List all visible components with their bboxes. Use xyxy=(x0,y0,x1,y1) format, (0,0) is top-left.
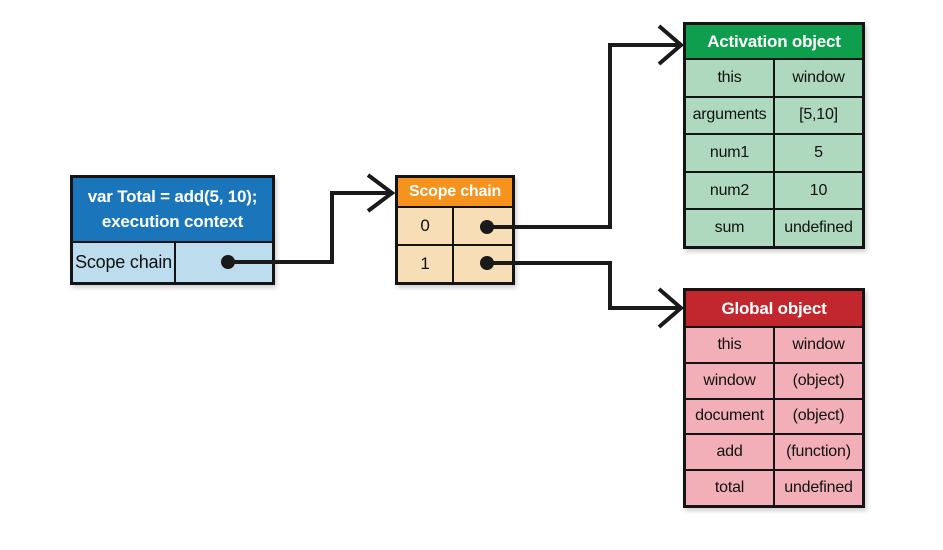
table-cell-value: 10 xyxy=(775,172,862,209)
scope-chain-box-title: Scope chain xyxy=(398,178,512,206)
table-cell-value: window xyxy=(775,60,862,96)
table-cell-key: this xyxy=(686,328,775,362)
scope-chain-slot-row: 1 xyxy=(398,244,512,282)
table-row: this window xyxy=(686,326,862,362)
scope-chain-slot-row: 0 xyxy=(398,206,512,244)
table-cell-value: 5 xyxy=(775,135,862,171)
activation-object-table: Activation object this window arguments … xyxy=(683,22,865,249)
table-cell-key: add xyxy=(686,435,775,470)
table-row: document (object) xyxy=(686,397,862,434)
table-cell-value: (object) xyxy=(775,399,862,434)
table-row: window (object) xyxy=(686,361,862,398)
table-row: num2 10 xyxy=(686,170,862,209)
table-row: this window xyxy=(686,58,862,96)
table-row: sum undefined xyxy=(686,208,862,246)
activation-object-title: Activation object xyxy=(686,25,862,58)
table-row: num1 5 xyxy=(686,133,862,171)
global-object-title: Global object xyxy=(686,291,862,326)
table-cell-value: (function) xyxy=(775,435,862,470)
table-cell-key: arguments xyxy=(686,97,775,134)
arrowhead-icon xyxy=(657,24,685,66)
arrowhead-icon xyxy=(657,287,685,329)
arrow-line xyxy=(487,261,680,310)
scope-chain-slot-index: 1 xyxy=(398,246,454,282)
execution-context-scope-chain-row: Scope chain xyxy=(73,243,272,282)
execution-context-box: var Total = add(5, 10); execution contex… xyxy=(70,175,275,285)
arrowhead-icon xyxy=(366,173,396,213)
scope-chain-slot-index: 0 xyxy=(398,208,454,244)
execution-context-header: var Total = add(5, 10); execution contex… xyxy=(73,178,272,243)
table-cell-key: num2 xyxy=(686,172,775,209)
scope-chain-box: Scope chain 0 1 xyxy=(395,175,515,285)
table-row: total undefined xyxy=(686,469,862,505)
table-cell-value: undefined xyxy=(775,210,862,246)
table-cell-key: sum xyxy=(686,210,775,246)
table-row: arguments [5,10] xyxy=(686,95,862,134)
execution-context-title-line2: execution context xyxy=(101,211,244,231)
table-row: add (function) xyxy=(686,433,862,470)
table-cell-key: total xyxy=(686,471,775,505)
scope-chain-slot-pointer-cell xyxy=(454,246,512,282)
table-cell-value: window xyxy=(775,328,862,362)
scope-chain-label: Scope chain xyxy=(73,243,176,282)
table-cell-key: window xyxy=(686,363,775,398)
scope-chain-slot-pointer-cell xyxy=(454,208,512,244)
scope-chain-pointer-cell xyxy=(176,243,272,282)
table-cell-value: [5,10] xyxy=(775,97,862,134)
execution-context-title-line1: var Total = add(5, 10); xyxy=(87,186,258,206)
table-cell-key: this xyxy=(686,60,775,96)
table-cell-key: document xyxy=(686,399,775,434)
table-cell-value: (object) xyxy=(775,363,862,398)
table-cell-key: num1 xyxy=(686,135,775,171)
table-cell-value: undefined xyxy=(775,471,862,505)
arrow-line xyxy=(487,43,680,229)
global-object-table: Global object this window window (object… xyxy=(683,288,865,508)
